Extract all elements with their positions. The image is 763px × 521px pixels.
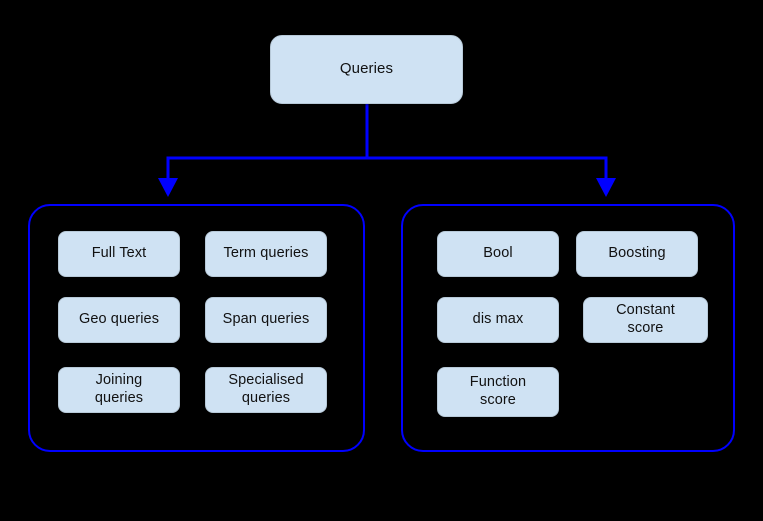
group-right [401, 204, 735, 452]
node-full-text[interactable]: Full Text [58, 231, 180, 277]
group-left [28, 204, 365, 452]
node-dis-max[interactable]: dis max [437, 297, 559, 343]
node-term-queries[interactable]: Term queries [205, 231, 327, 277]
node-bool[interactable]: Bool [437, 231, 559, 277]
arrowhead-left-icon [158, 178, 178, 197]
node-queries[interactable]: Queries [270, 35, 463, 104]
arrowhead-right-icon [596, 178, 616, 197]
connector-lines [166, 104, 608, 182]
node-span-queries[interactable]: Span queries [205, 297, 327, 343]
node-constant-score[interactable]: Constant score [583, 297, 708, 343]
node-boosting[interactable]: Boosting [576, 231, 698, 277]
node-specialised-queries[interactable]: Specialised queries [205, 367, 327, 413]
node-function-score[interactable]: Function score [437, 367, 559, 417]
node-joining-queries[interactable]: Joining queries [58, 367, 180, 413]
node-geo-queries[interactable]: Geo queries [58, 297, 180, 343]
